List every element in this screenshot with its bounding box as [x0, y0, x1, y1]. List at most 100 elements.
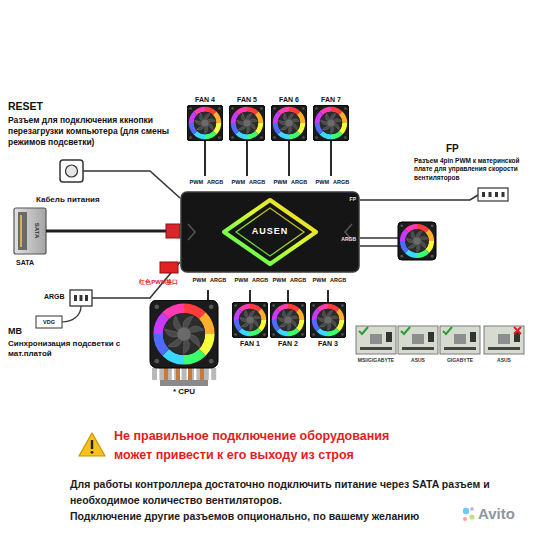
port-label: PWM [183, 179, 203, 186]
node-label: FAN 3 [318, 339, 338, 348]
fan-rotor [239, 309, 261, 331]
fan-screw [263, 333, 266, 336]
sata-connector [14, 208, 46, 254]
node-label: AUSEN [252, 226, 289, 238]
fan-frame [271, 105, 307, 141]
check-mark [359, 327, 368, 334]
board-slot [488, 347, 520, 350]
hub-light [224, 200, 316, 264]
fan-node: FAN 6 [271, 95, 307, 141]
fan-node: FAN 1 [232, 302, 268, 348]
node-label: FAN 1 [240, 339, 260, 348]
motherboard-thumbnail [440, 326, 480, 354]
node-label: FAN 5 [237, 95, 257, 104]
fan-cable [330, 141, 332, 176]
connector-pin [74, 295, 77, 301]
fan-frame [232, 302, 268, 338]
heatsink-fin [204, 368, 209, 380]
heatsink-fin [182, 368, 187, 380]
connector-note: Синхронизация подсветки с мат.платой [8, 339, 124, 360]
node-label: FAN 4 [195, 95, 215, 104]
fan-hub [413, 237, 421, 245]
connector-pin [495, 192, 498, 197]
port-label: ARGB [252, 277, 276, 284]
fan-hub [243, 119, 250, 126]
fan-screw [263, 304, 266, 307]
fan-icon [187, 105, 223, 141]
connector-pin [502, 192, 505, 197]
cooler-base [160, 380, 208, 386]
fan-screw [315, 107, 318, 110]
warning-sign [79, 433, 105, 456]
connector-note: Разъем для подключения ккнопки перезагру… [8, 115, 176, 148]
connector-marking: VDG [43, 319, 55, 326]
port-label: ARGB [334, 236, 356, 242]
fan-screw [273, 136, 276, 139]
fan-screw [431, 224, 434, 227]
fan-hub [327, 119, 334, 126]
fan-screw [189, 136, 192, 139]
fan-screw [341, 304, 344, 307]
port-label: PWM [267, 179, 287, 186]
port-label: ARGB [333, 179, 357, 186]
fan-wire [360, 237, 398, 239]
fan-cable [287, 290, 289, 302]
connector-pin [85, 295, 88, 301]
fan-rotor [405, 229, 429, 253]
board-slot [444, 347, 476, 350]
node-label: FAN 7 [321, 95, 341, 104]
fan-frame [229, 105, 265, 141]
node-label: FAN 2 [278, 339, 298, 348]
fan-node: FAN 5 [229, 95, 265, 141]
sync-wire [92, 262, 180, 298]
vdg-wire [62, 306, 81, 322]
board-socket [454, 334, 466, 344]
reset-button [60, 160, 83, 182]
port-label: PWM [306, 277, 326, 284]
watermark: Avito [478, 505, 515, 523]
motherboard-thumbnail [484, 326, 524, 354]
fan-screw [341, 333, 344, 336]
fan-rotor [236, 112, 258, 134]
fan-screw [154, 304, 159, 309]
connector-body [14, 208, 46, 254]
fan-hub [284, 316, 291, 323]
vdg-connector [36, 316, 62, 328]
board-outline [398, 326, 438, 354]
fan-screw [189, 107, 192, 110]
argb-connector [70, 290, 92, 306]
port-note: 红色PWM接口 [120, 279, 178, 286]
connector-note: Разъем 4pin PWM к материнской плате для … [414, 157, 538, 182]
logo-dot [469, 514, 474, 519]
board-outline [440, 326, 480, 354]
board-outline [356, 326, 396, 354]
fan-hub [201, 119, 208, 126]
port-label: ARGB [330, 277, 354, 284]
heatsink-fin [159, 368, 164, 380]
heatsink-fin [211, 368, 216, 380]
port-label: PWM [266, 277, 286, 284]
port-label: PWM [225, 179, 245, 186]
hub-light [236, 208, 304, 256]
connector-pin [80, 295, 83, 301]
fan-screw [312, 304, 315, 307]
fan-frame [398, 222, 436, 260]
fan-screw [272, 304, 275, 307]
connector-pins [20, 215, 22, 247]
fan-cable [207, 290, 209, 300]
port-label: ARGB [290, 277, 314, 284]
connector-title: FP [446, 143, 459, 155]
fp-wire [360, 195, 478, 200]
instruction-text: Для работы контроллера достаточно подклю… [70, 477, 510, 509]
heatsink-fin [152, 368, 157, 380]
connector-marking: SATA [33, 223, 40, 238]
connector-slot [18, 212, 27, 250]
fan-screw [431, 255, 434, 258]
fan-frame [313, 105, 349, 141]
cpu-cooler: * CPU [146, 300, 222, 397]
node-label: FAN 6 [279, 95, 299, 104]
board-brand: GIGABYTE [438, 357, 482, 363]
fan-frame [310, 302, 346, 338]
fan-frame [150, 300, 218, 368]
